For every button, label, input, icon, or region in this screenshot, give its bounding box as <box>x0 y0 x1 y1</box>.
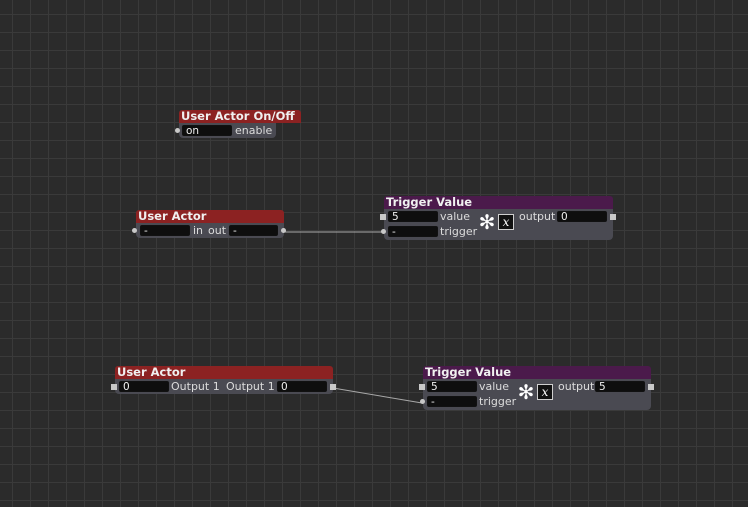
value-label: value <box>479 380 510 393</box>
actor-title[interactable]: User Actor On/Off <box>179 110 301 123</box>
trigger-label: trigger <box>479 395 517 408</box>
in-field[interactable]: 0 <box>119 381 169 392</box>
trigger-label: trigger <box>440 225 478 238</box>
in-label: in <box>193 224 204 237</box>
actor-title[interactable]: Trigger Value <box>423 366 651 379</box>
actor-title[interactable]: User Actor <box>115 366 333 379</box>
actor-body: 5 value - trigger ✻ x output 5 <box>419 379 654 410</box>
actor-body: on enable <box>175 123 276 138</box>
output-field[interactable]: 0 <box>557 211 607 222</box>
actor-title[interactable]: Trigger Value <box>384 196 613 209</box>
expression-icon[interactable]: x <box>537 384 553 400</box>
gear-icon[interactable]: ✻ <box>478 210 496 234</box>
user-actor-1[interactable]: User Actor - in out - <box>132 210 286 238</box>
trigger-input-port[interactable] <box>420 399 425 404</box>
output-label: output <box>558 380 595 393</box>
gear-icon[interactable]: ✻ <box>517 380 535 404</box>
value-label: value <box>440 210 471 223</box>
out-field[interactable]: - <box>229 225 278 236</box>
enable-field[interactable]: on <box>182 125 232 136</box>
wire-useractor2-to-trigger2[interactable] <box>332 387 423 404</box>
out-label: Output 1 <box>226 380 275 393</box>
actor-body: 0 Output 1 Output 1 0 <box>111 379 336 394</box>
value-input-port[interactable] <box>380 214 386 220</box>
value-input-port[interactable] <box>419 384 425 390</box>
user-actor-2[interactable]: User Actor 0 Output 1 Output 1 0 <box>111 366 336 394</box>
output1-output-port[interactable] <box>330 384 336 390</box>
actor-body: - in out - <box>132 223 286 238</box>
output1-input-port[interactable] <box>111 384 117 390</box>
actor-body: 5 value - trigger ✻ x output 0 <box>380 209 616 240</box>
value-field[interactable]: 5 <box>388 211 438 222</box>
trigger-value-1[interactable]: Trigger Value 5 value - trigger ✻ x outp… <box>380 196 616 240</box>
expression-icon[interactable]: x <box>498 214 514 230</box>
enable-input-port[interactable] <box>175 128 180 133</box>
output-output-port[interactable] <box>610 214 616 220</box>
user-actor-onoff[interactable]: User Actor On/Off on enable <box>175 110 301 138</box>
actor-title[interactable]: User Actor <box>136 210 284 223</box>
enable-label: enable <box>235 124 273 137</box>
in-input-port[interactable] <box>132 228 137 233</box>
in-label: Output 1 <box>171 380 220 393</box>
output-label: output <box>519 210 556 223</box>
trigger-field[interactable]: - <box>427 396 477 407</box>
trigger-input-port[interactable] <box>381 229 386 234</box>
out-output-port[interactable] <box>281 228 286 233</box>
value-field[interactable]: 5 <box>427 381 477 392</box>
trigger-field[interactable]: - <box>388 226 438 237</box>
output-field[interactable]: 5 <box>595 381 645 392</box>
out-label: out <box>208 224 227 237</box>
in-field[interactable]: - <box>140 225 190 236</box>
output-output-port[interactable] <box>648 384 654 390</box>
out-field[interactable]: 0 <box>277 381 327 392</box>
trigger-value-2[interactable]: Trigger Value 5 value - trigger ✻ x outp… <box>419 366 654 410</box>
